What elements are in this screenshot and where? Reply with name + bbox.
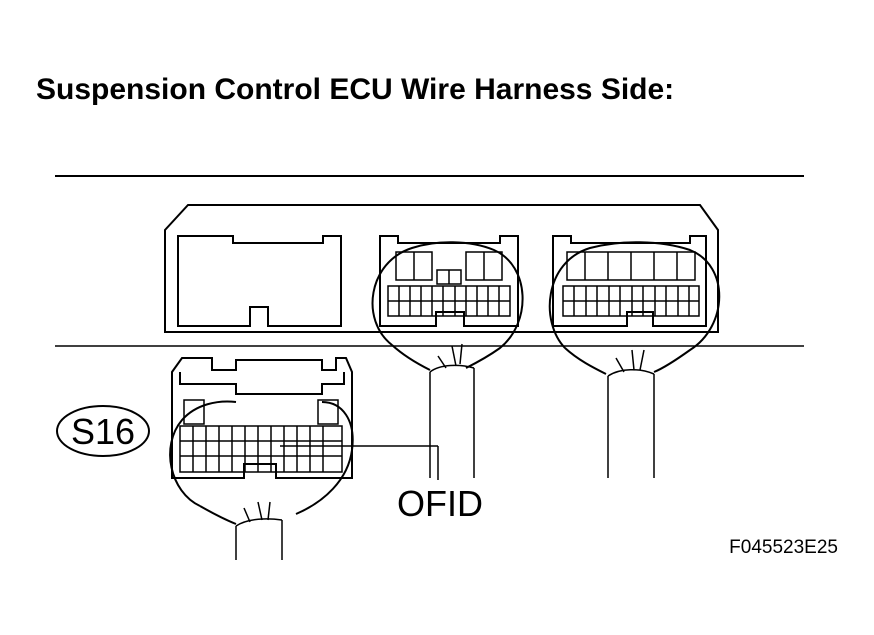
connector-code-label: S16: [71, 411, 135, 452]
s16-connector: [169, 357, 354, 560]
diagram-title: Suspension Control ECU Wire Harness Side…: [36, 73, 674, 106]
figure-id: F045523E25: [729, 537, 838, 558]
ofid-leader: [280, 445, 439, 480]
ecu-connector-right: [552, 235, 707, 327]
harness-right: [548, 241, 721, 478]
harness-middle: [371, 241, 524, 478]
ecu-socket-left: [177, 235, 342, 327]
terminal-label: OFID: [397, 483, 483, 524]
ecu-body: [164, 204, 719, 333]
ecu-connector-middle: [379, 235, 519, 327]
connector-code-badge: S16: [56, 405, 150, 457]
